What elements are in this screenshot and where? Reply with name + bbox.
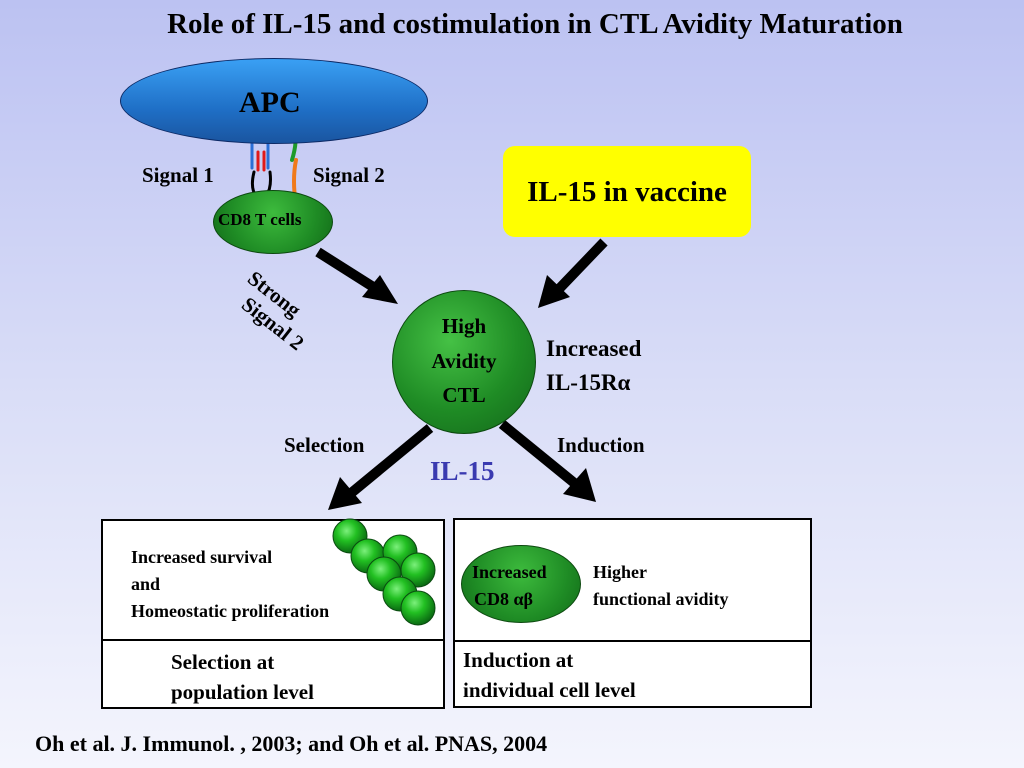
il15-label: IL-15 bbox=[430, 456, 495, 486]
apc-cell bbox=[120, 58, 428, 144]
citation: Oh et al. J. Immunol. , 2003; and Oh et … bbox=[35, 731, 548, 756]
vaccine-label: IL-15 in vaccine bbox=[527, 176, 727, 208]
right-panel-bottom-line1: Induction at bbox=[463, 648, 574, 672]
cd8ab-label-line1: Increased bbox=[472, 562, 547, 582]
high-avidity-ctl-cell bbox=[392, 290, 536, 434]
induction-label: Induction bbox=[557, 433, 645, 457]
right-panel-line1: Higher bbox=[593, 562, 647, 582]
right-panel-bottom bbox=[453, 640, 812, 708]
page-title: Role of IL-15 and costimulation in CTL A… bbox=[167, 8, 903, 40]
proliferating-cell bbox=[400, 590, 436, 626]
right-panel-line2: functional avidity bbox=[593, 589, 729, 609]
ctl-label-line3: CTL bbox=[442, 383, 486, 407]
apc-label: APC bbox=[239, 86, 301, 119]
ctl-label-line2: Avidity bbox=[431, 349, 497, 373]
proliferating-cell bbox=[400, 552, 436, 588]
left-panel-bottom-line2: population level bbox=[171, 680, 314, 704]
left-panel-bottom-line1: Selection at bbox=[171, 650, 275, 674]
increased-cd8ab-cell bbox=[461, 545, 581, 623]
cd8ab-label-line2: CD8 αβ bbox=[474, 589, 534, 609]
left-panel-bottom bbox=[101, 639, 445, 709]
left-panel-line2: and bbox=[131, 574, 161, 594]
cd8-t-cell-label: CD8 T cells bbox=[218, 210, 302, 229]
receptor-label-line2: IL-15Rα bbox=[546, 370, 631, 395]
cd8-t-cell bbox=[213, 190, 333, 254]
arrow-vaccine-to-ctl bbox=[538, 238, 608, 308]
arrow-induction bbox=[498, 420, 596, 502]
ctl-label-line1: High bbox=[441, 314, 487, 338]
left-panel-line3: Homeostatic proliferation bbox=[131, 601, 330, 621]
right-panel-bottom-line2: individual cell level bbox=[463, 678, 636, 702]
left-panel-line1: Increased survival bbox=[131, 547, 273, 567]
selection-label: Selection bbox=[284, 433, 365, 457]
receptor-label-line1: Increased bbox=[546, 336, 642, 361]
vaccine-box bbox=[503, 146, 751, 237]
signal2-label: Signal 2 bbox=[313, 163, 385, 187]
arrow-selection bbox=[328, 424, 434, 510]
arrow-cd8-to-ctl bbox=[315, 247, 398, 304]
signal1-label: Signal 1 bbox=[142, 163, 214, 187]
